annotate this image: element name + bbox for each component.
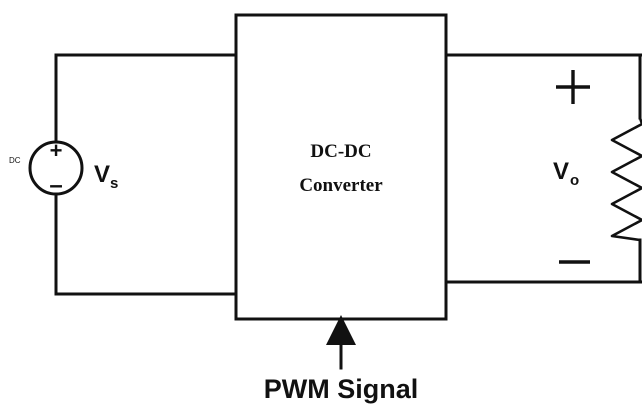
dc-dc-converter: DC-DC Converter [234, 13, 448, 321]
source-circle [28, 140, 84, 196]
input-wiring [54, 53, 238, 296]
converter-label-line1: DC-DC [310, 141, 371, 162]
converter-label-line2: Converter [299, 175, 383, 196]
output-wiring [444, 53, 642, 284]
load-resistor [610, 116, 642, 242]
dc-voltage-source: + – DC [9, 138, 84, 199]
source-plus-sign: + [50, 138, 63, 163]
source-voltage-subscript: s [110, 175, 118, 192]
pwm-control: PWM Signal [264, 315, 419, 404]
output-voltage-subscript: o [570, 172, 579, 189]
source-minus-sign: – [49, 172, 62, 199]
output-voltage-symbol: V [553, 158, 569, 185]
output-polarity [556, 70, 590, 264]
source-type-label: DC [9, 156, 21, 165]
converter-box [234, 13, 448, 321]
output-voltage-label: V o [553, 158, 579, 189]
source-voltage-label: V s [94, 161, 118, 192]
source-voltage-symbol: V [94, 161, 110, 188]
pwm-signal-label: PWM Signal [264, 374, 419, 404]
